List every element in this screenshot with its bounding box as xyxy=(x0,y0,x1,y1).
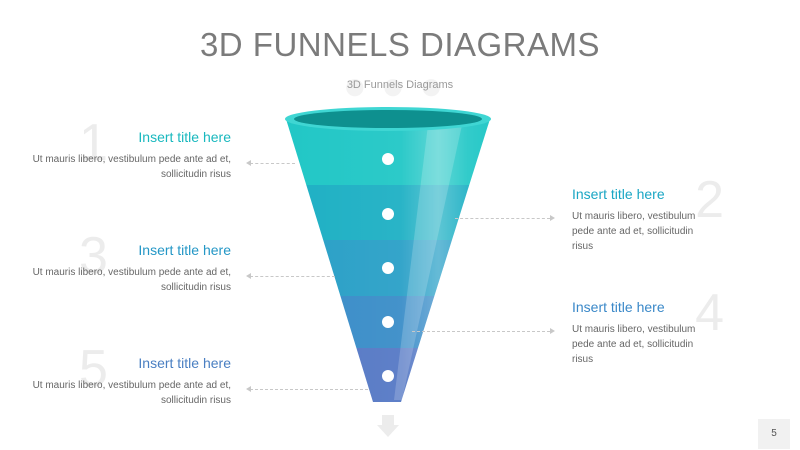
ghost-background-text: ●●● xyxy=(342,64,458,108)
page-number: 5 xyxy=(758,419,790,449)
connector-4-arrow xyxy=(550,328,555,334)
connector-3 xyxy=(250,276,335,277)
slide-title: 3D FUNNELS DIAGRAMS xyxy=(199,26,601,63)
connector-2-arrow xyxy=(550,215,555,221)
item-1-body: Ut mauris libero, vestibulum pede ante a… xyxy=(32,154,231,180)
funnel-dot-3 xyxy=(382,262,394,274)
connector-1 xyxy=(250,163,295,164)
item-1: 1 Insert title here Ut mauris libero, ve… xyxy=(31,117,231,182)
item-4-number: 4 xyxy=(695,284,724,342)
funnel-dot-2 xyxy=(382,208,394,220)
item-2-body: Ut mauris libero, vestibulum pede ante a… xyxy=(572,211,696,252)
item-5-body: Ut mauris libero, vestibulum pede ante a… xyxy=(32,380,231,406)
funnel-dot-4 xyxy=(382,316,394,328)
funnel-highlight xyxy=(394,125,462,400)
item-2-number: 2 xyxy=(695,171,724,229)
connector-4 xyxy=(412,331,550,332)
connector-2 xyxy=(455,218,550,219)
item-2-title: Insert title here xyxy=(572,186,665,202)
funnel-rim-opening xyxy=(294,110,482,128)
item-5-number: 5 xyxy=(79,340,108,398)
item-1-title: Insert title here xyxy=(138,129,231,145)
connector-1-arrow xyxy=(246,160,251,166)
connector-5 xyxy=(250,389,368,390)
funnel-dot-1 xyxy=(382,153,394,165)
slide-subtitle: 3D Funnels Diagrams xyxy=(346,79,454,91)
item-3-body: Ut mauris libero, vestibulum pede ante a… xyxy=(32,267,231,293)
item-3-title: Insert title here xyxy=(138,242,231,258)
item-5: 5 Insert title here Ut mauris libero, ve… xyxy=(31,343,231,408)
item-1-number: 1 xyxy=(79,114,108,172)
connector-3-arrow xyxy=(246,273,251,279)
item-2: 2 Insert title here Ut mauris libero, ve… xyxy=(572,174,724,254)
connector-5-arrow xyxy=(246,386,251,392)
item-3-number: 3 xyxy=(79,227,108,285)
item-4-title: Insert title here xyxy=(572,299,665,315)
item-4-body: Ut mauris libero, vestibulum pede ante a… xyxy=(572,324,696,365)
funnel-dot-5 xyxy=(382,370,394,382)
item-3: 3 Insert title here Ut mauris libero, ve… xyxy=(31,230,231,295)
funnel-output-arrow xyxy=(377,415,399,437)
item-5-title: Insert title here xyxy=(138,355,231,371)
item-4: 4 Insert title here Ut mauris libero, ve… xyxy=(572,287,724,367)
